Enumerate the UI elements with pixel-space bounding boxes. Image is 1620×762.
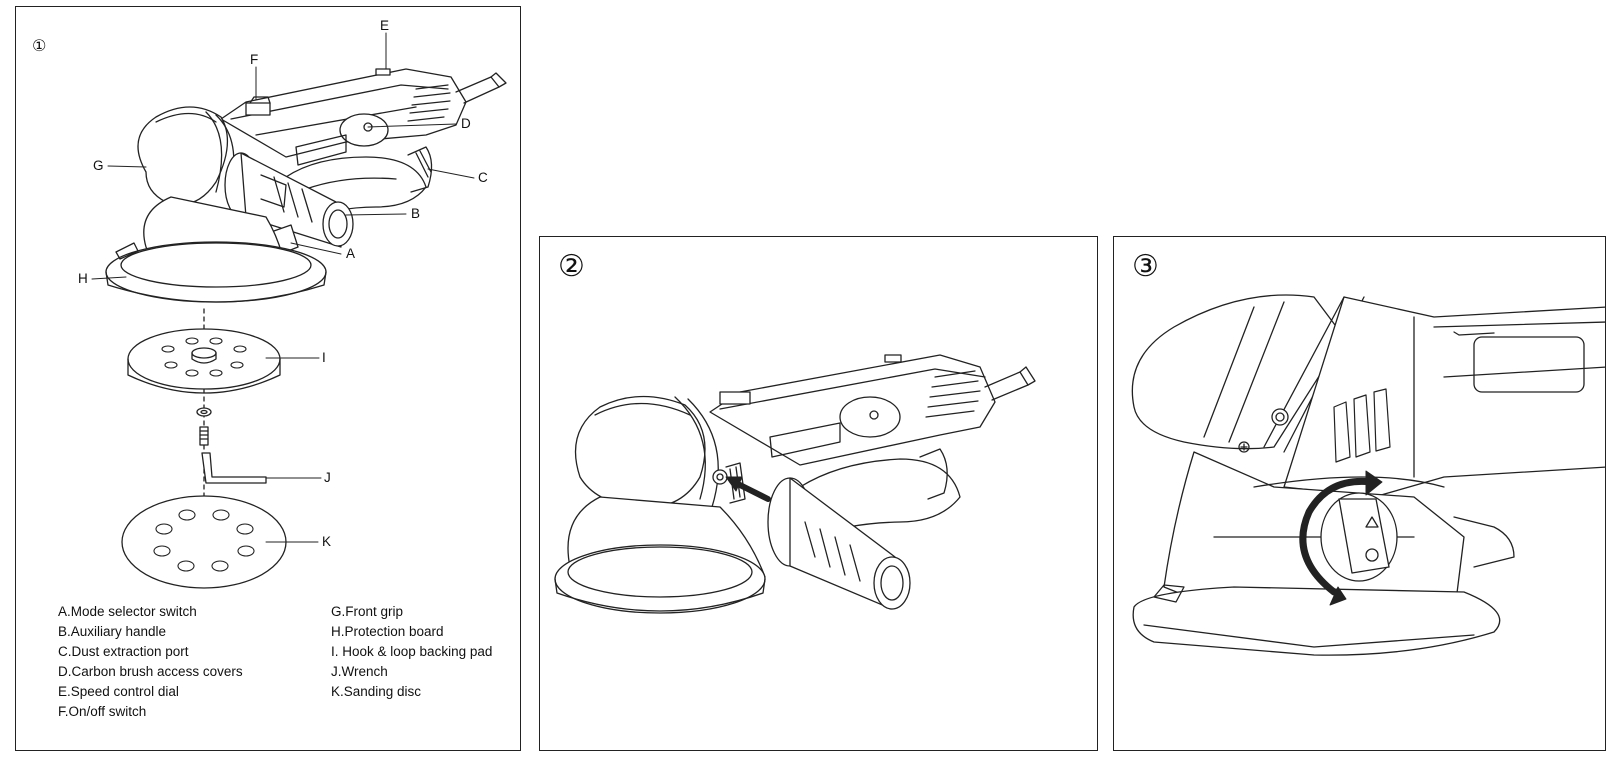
figure-number: ① <box>32 38 47 55</box>
callout-H: H <box>78 271 88 286</box>
callout-B: B <box>411 206 421 221</box>
legend-item: H.Protection board <box>331 624 444 639</box>
sander-handle-drawing <box>554 354 1036 614</box>
callout-A: A <box>346 246 356 261</box>
callout-F: F <box>250 52 259 67</box>
callout-C: C <box>478 170 488 185</box>
sander-exploded-drawing <box>91 32 507 589</box>
callout-D: D <box>461 116 471 131</box>
legend-item: A.Mode selector switch <box>58 604 197 619</box>
figure-2-handle-attachment: ② <box>539 236 1098 751</box>
legend-item: G.Front grip <box>331 604 404 619</box>
legend-item: E.Speed control dial <box>58 684 179 699</box>
legend-item: B.Auxiliary handle <box>58 624 167 639</box>
callout-I: I <box>322 350 326 365</box>
legend-item: J.Wrench <box>331 664 388 679</box>
sander-mode-selector-drawing <box>1131 294 1605 656</box>
legend-item: I. Hook & loop backing pad <box>331 644 493 659</box>
legend-item: C.Dust extraction port <box>58 644 189 659</box>
legend-item: D.Carbon brush access covers <box>58 664 243 679</box>
callout-E: E <box>380 18 390 33</box>
legend-item: K.Sanding disc <box>331 684 422 699</box>
figure-number: ③ <box>1132 250 1159 283</box>
figure-1-exploded-view: ① <box>15 6 521 751</box>
figure-3-mode-selector: ③ <box>1113 236 1606 751</box>
legend-item: F.On/off switch <box>58 704 147 719</box>
callout-G: G <box>93 158 104 173</box>
callout-K: K <box>322 534 332 549</box>
callout-J: J <box>324 470 331 485</box>
figure-number: ② <box>558 250 585 283</box>
